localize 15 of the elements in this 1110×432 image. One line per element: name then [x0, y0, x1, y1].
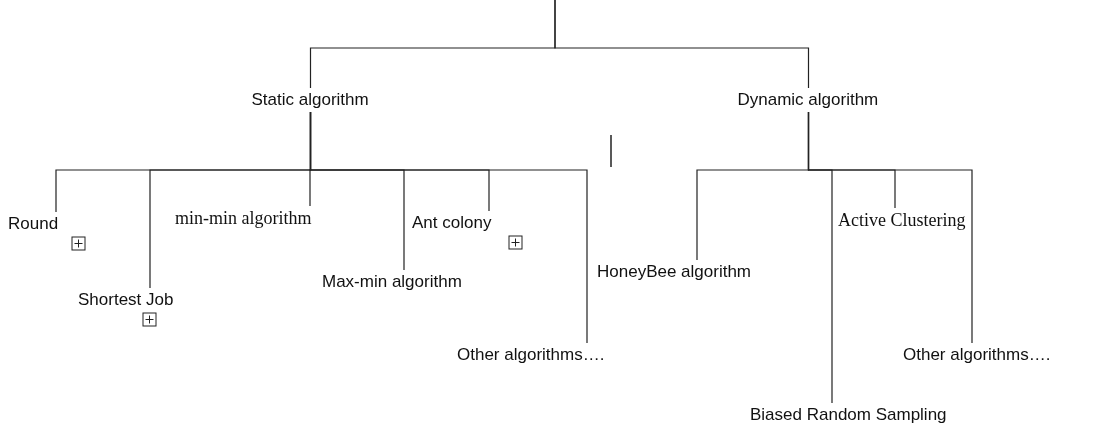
node-label: Max-min algorithm	[322, 272, 462, 292]
node-label: Shortest Job	[78, 290, 174, 310]
connector-line	[807, 111, 973, 344]
connector-line	[554, 0, 810, 89]
node-label: Dynamic algorithm	[737, 90, 879, 110]
node-label: Biased Random Sampling	[750, 405, 947, 425]
connector-line	[309, 111, 588, 344]
node-label: Round	[8, 214, 59, 234]
node-label: min-min algorithm	[175, 208, 312, 228]
node-label: Ant colony	[412, 213, 492, 233]
node-label: Other algorithms….	[457, 345, 605, 365]
node-label: Other algorithms….	[903, 345, 1051, 365]
node-label: Active Clustering	[838, 210, 966, 230]
node-label: HoneyBee algorithm	[597, 262, 752, 282]
node-label: Static algorithm	[251, 90, 369, 110]
